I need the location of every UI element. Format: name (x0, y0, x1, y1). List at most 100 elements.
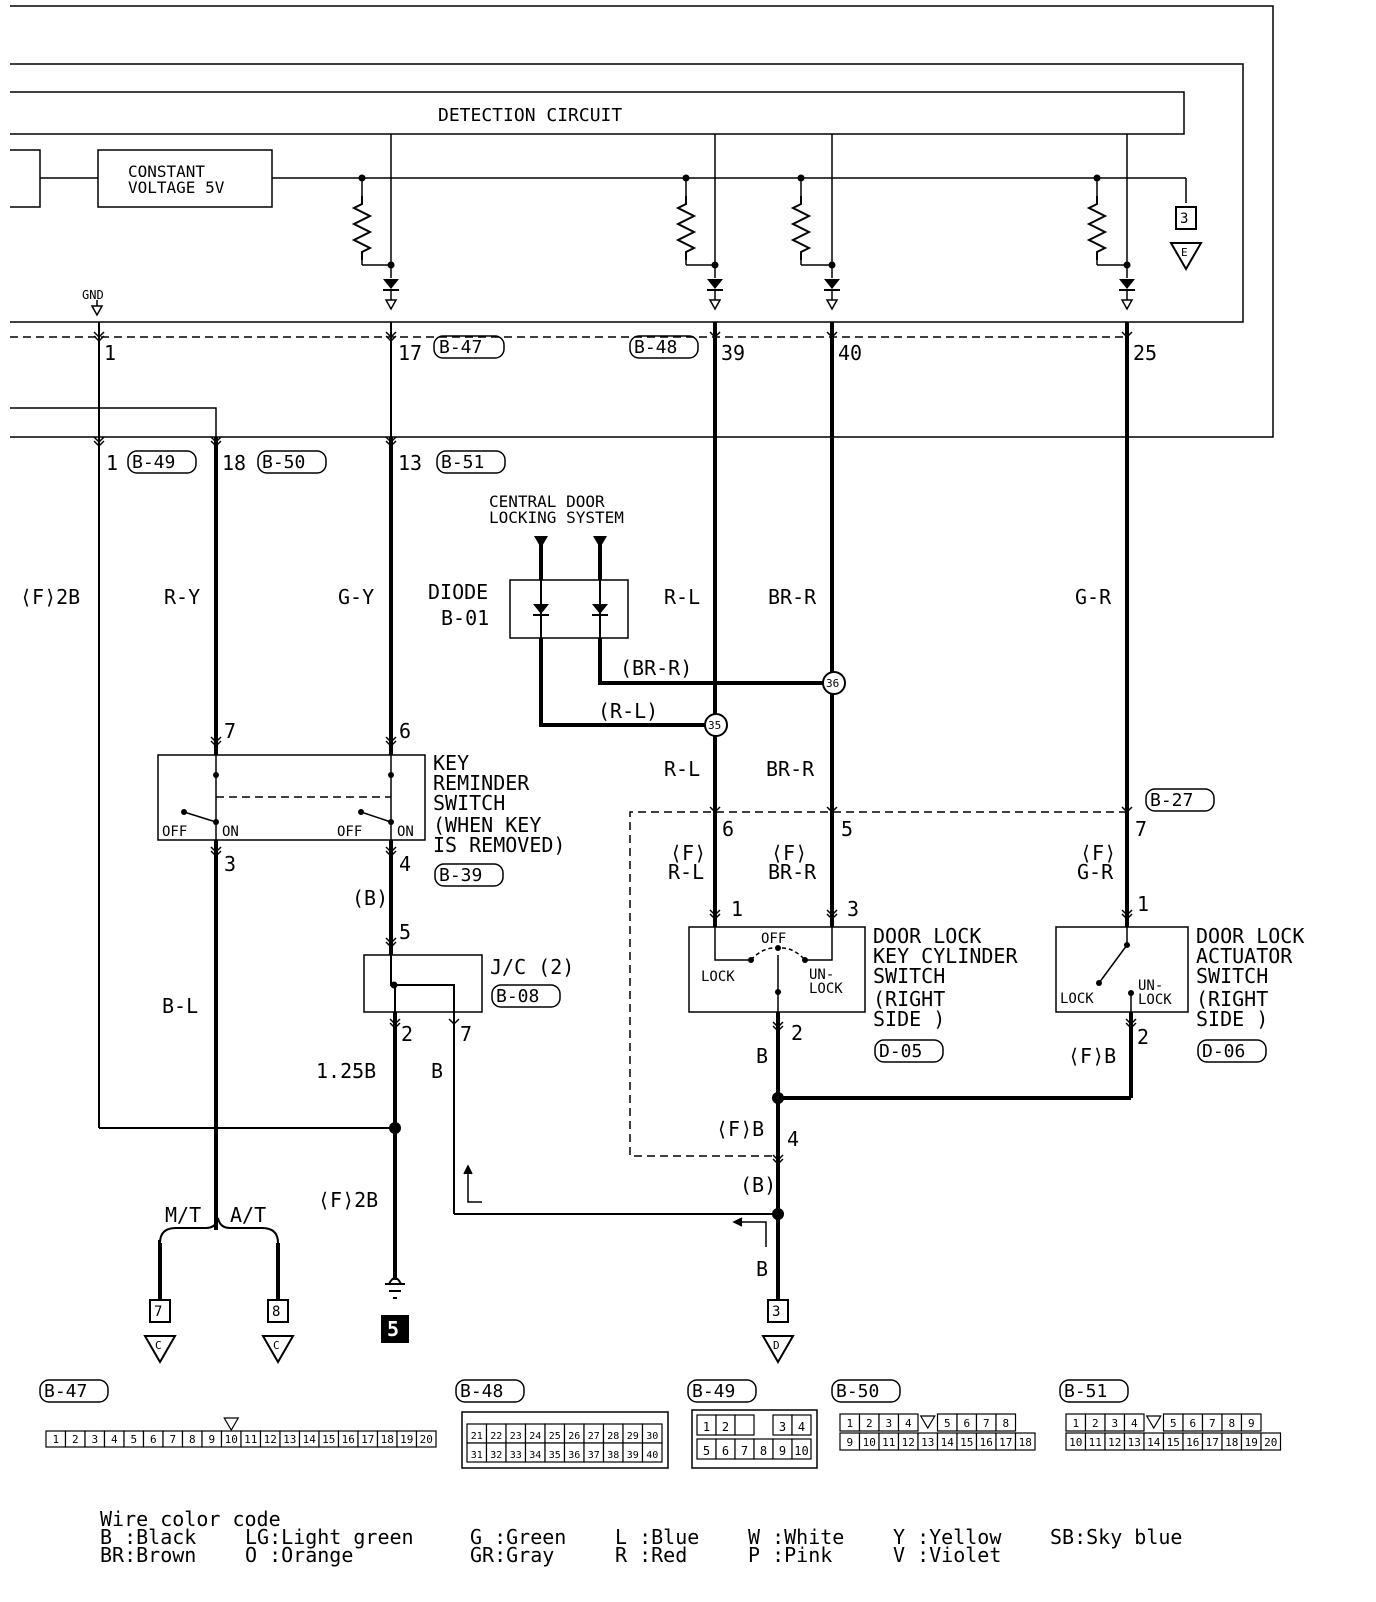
pinout-b49-label: B-49 (687, 1379, 757, 1403)
pin-number: 1 (703, 1420, 710, 1434)
svg-text:LOCK: LOCK (809, 981, 843, 997)
ground-ref-e: 3 E (1169, 206, 1203, 272)
term-13: 13 (398, 451, 422, 475)
svg-text:3: 3 (772, 1304, 780, 1320)
svg-text:5: 5 (387, 1317, 399, 1341)
pin-number: 6 (963, 1417, 970, 1430)
pin-cell (1240, 1413, 1262, 1432)
door-lock-act-label-2: ACTUATOR (1196, 944, 1293, 968)
pullup-resistors (353, 195, 1106, 261)
pin-number: 3 (885, 1417, 892, 1430)
connector-d05-label: D-05 (874, 1039, 944, 1063)
connector-chevrons (93, 331, 1137, 1165)
pin-number: 6 (1189, 1417, 1196, 1430)
legend-entry: B :Black (100, 1525, 197, 1549)
pin-number: 11 (244, 1433, 257, 1446)
term-39: 39 (721, 341, 745, 365)
pin-number: 39 (627, 1450, 639, 1461)
connector-key-mark (223, 1417, 240, 1432)
pin-ks-4: 4 (399, 852, 411, 876)
pin-act-1: 1 (1137, 892, 1149, 916)
svg-text:D-05: D-05 (879, 1041, 922, 1062)
pin-number: 2 (866, 1417, 873, 1430)
legend-entry: BR:Brown (100, 1543, 197, 1567)
svg-text:UN-: UN- (1138, 978, 1163, 994)
pin-cell (791, 1438, 812, 1460)
pin-number: 13 (921, 1436, 934, 1449)
key-reminder-label-3: SWITCH (433, 791, 505, 815)
svg-text:B-47: B-47 (44, 1381, 87, 1402)
svg-text:B-51: B-51 (1064, 1381, 1107, 1402)
wire-label-brr-paren: (BR-R) (620, 656, 692, 680)
pin-number: 6 (150, 1433, 157, 1446)
wire-label-f-gr-2: G-R (1077, 860, 1114, 884)
ref-d3: 3 D (761, 1299, 795, 1365)
term-1-b49: 1 (106, 451, 118, 475)
pin-dl-2: 2 (791, 1021, 803, 1045)
etacs-internal-wire (10, 407, 217, 437)
pin-b27-7: 7 (1135, 817, 1147, 841)
svg-text:B-47: B-47 (439, 337, 482, 358)
svg-text:B-39: B-39 (439, 865, 482, 886)
pin-number: 3 (1111, 1417, 1118, 1430)
door-lock-key-label-2: KEY CYLINDER (873, 944, 1018, 968)
pin-ks-7: 7 (224, 719, 236, 743)
wire-label-f-gr-1: ⟨F⟩ (1080, 841, 1116, 865)
pin-number: 4 (798, 1420, 805, 1434)
door-lock-key-label-1: DOOR LOCK (873, 924, 981, 948)
legend-entry: Y :Yellow (893, 1525, 1002, 1549)
pin-number: 2 (722, 1420, 729, 1434)
svg-text:B-49: B-49 (132, 452, 175, 473)
pin-number: 32 (490, 1450, 502, 1461)
pin-number: 15 (960, 1436, 973, 1449)
ref-c8: 8 C (261, 1299, 295, 1365)
pin-number: 20 (420, 1433, 433, 1446)
pin-number: 27 (588, 1431, 600, 1442)
wire-nodes (389, 1092, 784, 1220)
wire-label-b-dl: B (756, 1044, 768, 1068)
pin-number: 37 (588, 1450, 600, 1461)
svg-text:LOCK: LOCK (701, 969, 735, 985)
bus-nodes (358, 174, 1131, 269)
svg-text:3: 3 (1180, 211, 1188, 227)
connector-b27-label: B-27 (1145, 788, 1215, 812)
legend-entry: W :White (748, 1525, 845, 1549)
pin-number: 24 (529, 1431, 541, 1442)
connector-b27-dash (629, 811, 1127, 1157)
door-lock-key-label-4: (RIGHT (873, 987, 945, 1011)
pin-number: 18 (1225, 1436, 1238, 1449)
pin-number: 9 (846, 1436, 853, 1449)
pin-number: 12 (1108, 1436, 1121, 1449)
wire-label-rl2: R-L (664, 757, 700, 781)
connector-b50-label: B-50 (257, 450, 327, 474)
legend-entry: O :Orange (245, 1543, 354, 1567)
pin-number: 23 (510, 1431, 522, 1442)
pin-cell (415, 1430, 437, 1448)
pin-number: 6 (722, 1444, 729, 1458)
wire-label-f-rl-2: R-L (668, 860, 704, 884)
diode-label-2: B-01 (441, 606, 489, 630)
pin-number: 14 (303, 1433, 317, 1446)
svg-text:36: 36 (826, 677, 839, 690)
pin-number: 2 (72, 1433, 79, 1446)
pin-ks-3: 3 (224, 852, 236, 876)
pin-number: 19 (400, 1433, 413, 1446)
pin-number: 17 (1206, 1436, 1219, 1449)
pin-dl-1: 1 (731, 897, 743, 921)
svg-text:OFF: OFF (337, 824, 362, 840)
svg-text:LOCK: LOCK (1138, 992, 1172, 1008)
junction-connector (363, 954, 483, 1013)
at-label: A/T (230, 1203, 266, 1227)
pin-number: 4 (111, 1433, 118, 1446)
connector-d06-label: D-06 (1197, 1039, 1267, 1063)
pin-number: 30 (646, 1431, 658, 1442)
pin-number: 38 (607, 1450, 619, 1461)
svg-text:UN-: UN- (809, 967, 834, 983)
pin-cell (995, 1413, 1017, 1432)
svg-text:C: C (155, 1339, 162, 1352)
pin-cell (1014, 1432, 1036, 1451)
pin-number: 14 (1147, 1436, 1161, 1449)
door-lock-act-label-1: DOOR LOCK (1196, 924, 1304, 948)
pin-number: 28 (607, 1431, 619, 1442)
